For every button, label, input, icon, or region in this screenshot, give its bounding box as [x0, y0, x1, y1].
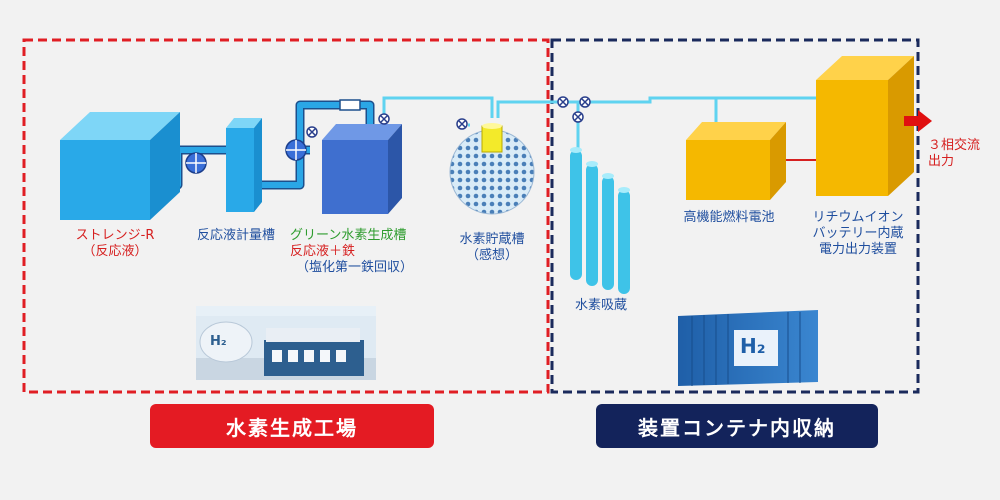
- storage-tank-label-line2: （感想）: [465, 248, 518, 263]
- green-tank-label: グリーン水素生成槽 反応液＋鉄 （塩化第一鉄回収）: [290, 228, 430, 276]
- storage-tank-label: 水素貯蔵槽 （感想）: [450, 232, 534, 264]
- container-photo: H₂: [668, 304, 828, 388]
- metering-tank: [226, 118, 262, 212]
- check-valve: [339, 99, 361, 111]
- hydrogen-absorption-cylinders: [570, 147, 630, 294]
- strange-label-line1: ストレンジ-R: [75, 228, 155, 243]
- metering-tank-label-text: 反応液計量槽: [196, 228, 275, 243]
- output-arrow-icon: [904, 110, 932, 132]
- container-zone-banner: 装置コンテナ内収納: [596, 404, 878, 448]
- h2-badge-icon: H₂: [740, 334, 766, 358]
- absorption-label: 水素吸蔵: [566, 298, 636, 314]
- battery-label-line1: リチウムイオン: [812, 210, 904, 225]
- metering-tank-label: 反応液計量槽: [186, 228, 286, 244]
- container-zone-border: [550, 38, 920, 394]
- factory-zone-banner: 水素生成工場: [150, 404, 434, 448]
- fuel-cell-label: 高機能燃料電池: [676, 210, 782, 226]
- strange-tank: [60, 112, 180, 220]
- output-label-line1: ３相交流: [928, 138, 981, 153]
- strange-label: ストレンジ-R （反応液）: [60, 228, 170, 260]
- green-tank-label-line2: 反応液＋鉄: [290, 244, 356, 259]
- absorption-label-text: 水素吸蔵: [574, 298, 627, 313]
- battery-unit: [816, 56, 914, 196]
- green-tank-label-line3: （塩化第一鉄回収）: [296, 260, 414, 275]
- output-label: ３相交流 出力: [928, 138, 988, 170]
- strange-label-line2: （反応液）: [82, 244, 148, 259]
- factory-zone-border: [22, 38, 550, 394]
- factory-photo: H₂: [196, 306, 376, 380]
- fuel-cell: [686, 122, 786, 200]
- green-hydrogen-tank: [322, 124, 402, 214]
- fuel-cell-label-text: 高機能燃料電池: [683, 210, 775, 225]
- battery-label-line2: バッテリー内蔵: [812, 226, 904, 241]
- pump-icon: [185, 152, 207, 174]
- green-tank-label-line1: グリーン水素生成槽: [290, 228, 407, 243]
- pump-icon: [285, 139, 307, 161]
- battery-label: リチウムイオン バッテリー内蔵 電力出力装置: [806, 210, 910, 258]
- hydrogen-storage-tank: [449, 123, 535, 215]
- output-label-line2: 出力: [928, 154, 955, 169]
- storage-tank-label-line1: 水素貯蔵槽: [459, 232, 525, 247]
- valve-icons: [306, 96, 591, 138]
- battery-label-line3: 電力出力装置: [818, 242, 897, 257]
- h2-badge-icon: H₂: [210, 334, 227, 349]
